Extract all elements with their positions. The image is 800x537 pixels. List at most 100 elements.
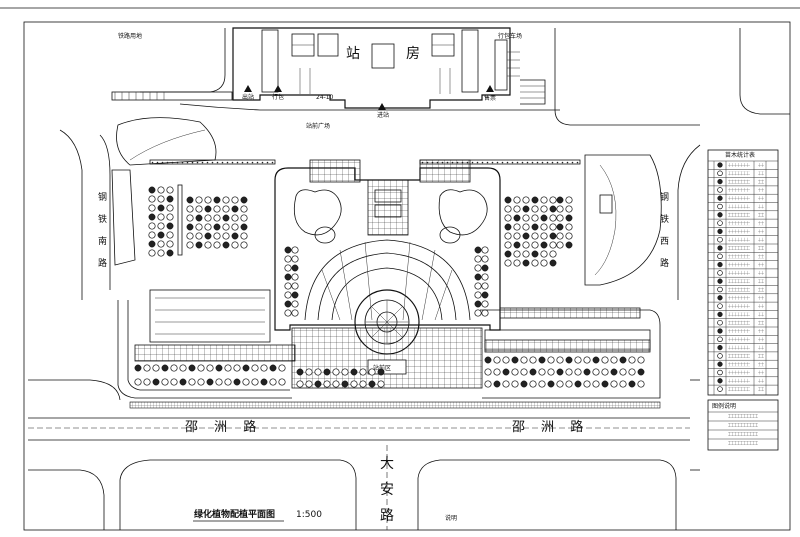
tree-symbol bbox=[538, 368, 546, 376]
tree-symbol bbox=[502, 380, 510, 388]
tree-symbol bbox=[314, 368, 322, 376]
tree-symbol bbox=[204, 241, 212, 249]
right-tree-grid bbox=[504, 196, 573, 267]
tree-symbol bbox=[565, 368, 573, 376]
legend-table: 苗木统计表 图例说明 bbox=[707, 149, 779, 451]
tree-symbol bbox=[520, 356, 528, 364]
tree-symbol bbox=[637, 380, 645, 388]
tree-symbol bbox=[549, 223, 557, 231]
tree-symbol bbox=[148, 222, 156, 230]
tree-symbol bbox=[148, 249, 156, 257]
drawing-title: 绿化植物配植平面图 bbox=[194, 508, 275, 520]
tree-symbol bbox=[240, 196, 248, 204]
tree-symbol bbox=[143, 364, 151, 372]
tree-symbol bbox=[242, 364, 250, 372]
tree-symbol bbox=[314, 380, 322, 388]
tree-symbol bbox=[269, 378, 277, 386]
tree-symbol bbox=[231, 241, 239, 249]
tree-symbol bbox=[251, 378, 259, 386]
tree-symbol bbox=[474, 282, 482, 290]
tree-symbol bbox=[240, 232, 248, 240]
tree-symbol bbox=[284, 300, 292, 308]
tree-symbol bbox=[556, 205, 564, 213]
tree-symbol bbox=[157, 249, 165, 257]
south-road-char-3: 路 bbox=[380, 508, 394, 524]
tree-symbol bbox=[157, 222, 165, 230]
tree-symbol bbox=[166, 204, 174, 212]
tree-symbol bbox=[522, 259, 530, 267]
tree-symbol bbox=[284, 264, 292, 272]
tree-symbol bbox=[484, 356, 492, 364]
tree-symbol bbox=[222, 196, 230, 204]
tree-symbol bbox=[513, 259, 521, 267]
tree-symbol bbox=[511, 356, 519, 364]
east-road-char-2: 铁 bbox=[660, 213, 669, 225]
station-label-fang: 房 bbox=[406, 46, 420, 62]
tree-symbol bbox=[284, 255, 292, 263]
legend-header-2: 图例说明 bbox=[712, 402, 736, 410]
tree-symbol bbox=[601, 368, 609, 376]
west-road-char-2: 铁 bbox=[98, 213, 107, 225]
tree-symbol bbox=[195, 214, 203, 222]
tree-symbol bbox=[206, 378, 214, 386]
tree-symbol bbox=[377, 368, 385, 376]
tree-symbol bbox=[134, 378, 142, 386]
tree-symbol bbox=[540, 196, 548, 204]
tree-symbol bbox=[549, 259, 557, 267]
tree-symbol bbox=[511, 368, 519, 376]
tree-symbol bbox=[231, 232, 239, 240]
tree-symbol bbox=[231, 223, 239, 231]
tree-symbol bbox=[197, 378, 205, 386]
tree-symbol bbox=[157, 240, 165, 248]
tree-symbol bbox=[538, 356, 546, 364]
tree-symbol bbox=[531, 223, 539, 231]
tree-symbol bbox=[565, 232, 573, 240]
tree-symbol bbox=[474, 246, 482, 254]
tree-symbol bbox=[284, 291, 292, 299]
tree-symbol bbox=[240, 241, 248, 249]
east-road: 钢 铁 西 路 bbox=[660, 144, 701, 381]
tree-symbol bbox=[195, 241, 203, 249]
tree-symbol bbox=[148, 213, 156, 221]
station-building: 站 房 出站 行包 24-10 售票 进站 铁路用地 行包车场 bbox=[118, 27, 522, 119]
title-block: 绿化植物配植平面图 1:500 bbox=[193, 508, 322, 522]
tree-symbol bbox=[529, 380, 537, 388]
tree-symbol bbox=[233, 364, 241, 372]
tree-symbol bbox=[556, 380, 564, 388]
tree-symbol bbox=[166, 249, 174, 257]
tree-symbol bbox=[520, 380, 528, 388]
tree-symbol bbox=[186, 196, 194, 204]
tree-symbol bbox=[170, 378, 178, 386]
tree-symbol bbox=[278, 378, 286, 386]
west-road-char-1: 钢 bbox=[98, 191, 107, 203]
tree-symbol bbox=[152, 378, 160, 386]
note-label: 说明 bbox=[445, 514, 457, 522]
tree-symbol bbox=[251, 364, 259, 372]
dimension-label: 24-10 bbox=[316, 94, 334, 101]
tree-symbol bbox=[549, 241, 557, 249]
tree-symbol bbox=[610, 380, 618, 388]
tree-symbol bbox=[531, 214, 539, 222]
tree-symbol bbox=[204, 196, 212, 204]
tree-symbol bbox=[619, 356, 627, 364]
tree-symbol bbox=[224, 378, 232, 386]
tree-symbol bbox=[583, 368, 591, 376]
tree-symbol bbox=[323, 368, 331, 376]
left-lower-block bbox=[117, 289, 296, 399]
tree-symbol bbox=[493, 380, 501, 388]
tree-symbol bbox=[474, 264, 482, 272]
south-road: 大 安 路 说明 bbox=[28, 445, 700, 530]
tree-symbol bbox=[583, 356, 591, 364]
tree-symbol bbox=[215, 378, 223, 386]
main-road: 邵 洲 路 邵 洲 路 bbox=[28, 401, 690, 441]
tree-symbol bbox=[549, 196, 557, 204]
tree-symbol bbox=[368, 368, 376, 376]
tree-symbol bbox=[186, 232, 194, 240]
tree-symbol bbox=[474, 291, 482, 299]
tree-symbol bbox=[504, 259, 512, 267]
tree-symbol bbox=[574, 368, 582, 376]
tree-symbol bbox=[195, 232, 203, 240]
tree-symbol bbox=[610, 356, 618, 364]
tree-symbol bbox=[148, 231, 156, 239]
tree-symbol bbox=[522, 241, 530, 249]
